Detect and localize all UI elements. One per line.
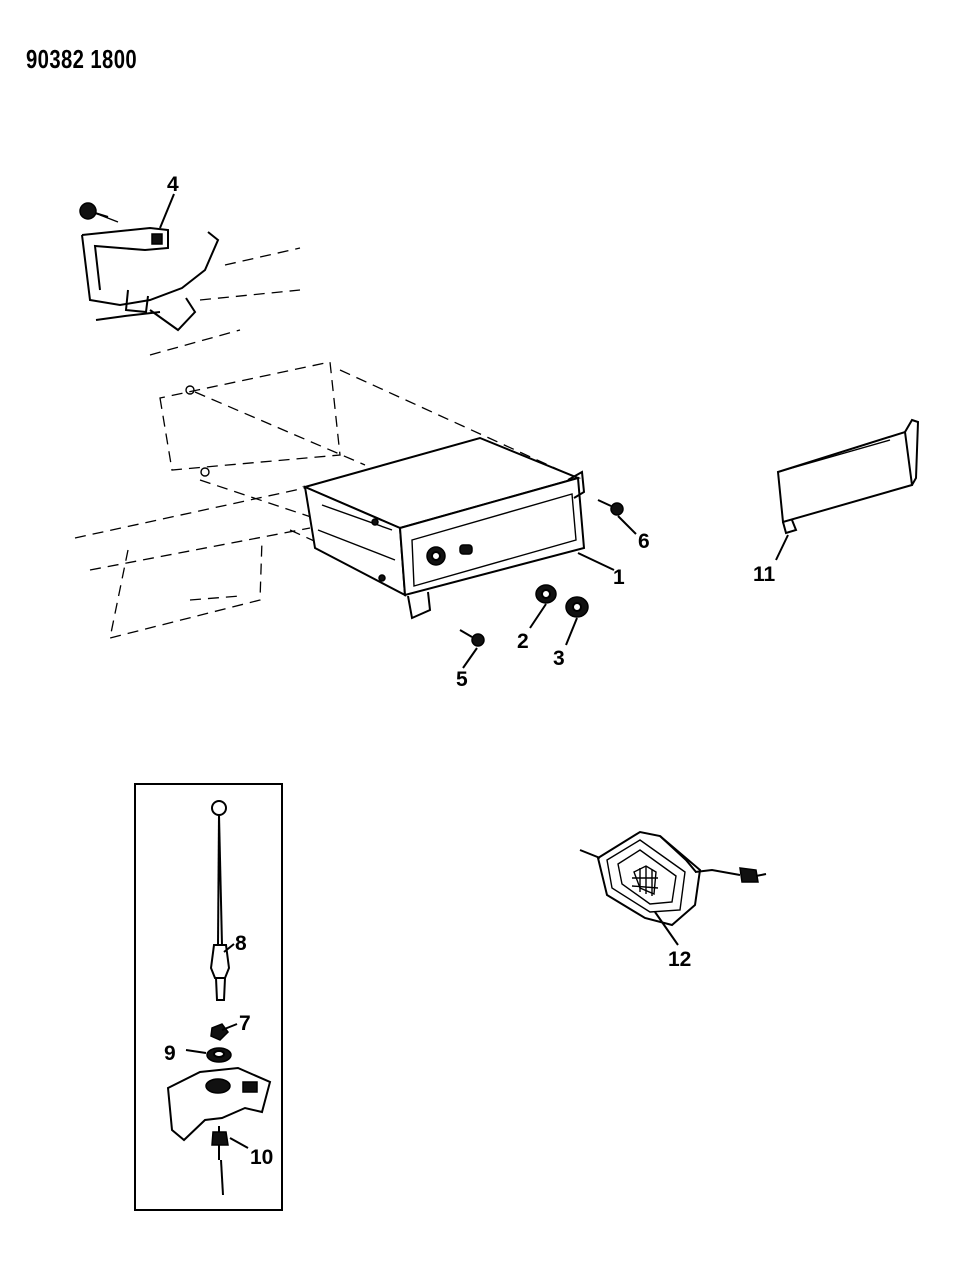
radio-knob-nut	[535, 584, 557, 604]
callout-5: 5	[456, 668, 468, 691]
radio-unit	[302, 436, 586, 620]
radio-knob	[565, 596, 589, 618]
callout-1: 1	[613, 566, 625, 589]
dashboard-phantom-outline	[74, 247, 571, 639]
callout-4: 4	[167, 173, 179, 196]
radio-side-screw	[597, 499, 624, 516]
callout-8: 8	[235, 932, 247, 955]
bracket-screw	[79, 202, 109, 220]
callout-2: 2	[517, 630, 529, 653]
callout-6: 6	[638, 530, 650, 553]
mounting-bracket	[81, 214, 220, 332]
callout-12: 12	[668, 948, 691, 971]
callout-10: 10	[250, 1146, 273, 1169]
speaker	[596, 830, 767, 927]
callout-7: 7	[239, 1012, 251, 1035]
callout-3: 3	[553, 647, 565, 670]
document-code: 90382 1800	[26, 44, 138, 74]
radio-lower-screw	[459, 629, 485, 647]
faceplate-panel	[776, 418, 920, 535]
callout-9: 9	[164, 1042, 176, 1065]
callout-11: 11	[753, 563, 776, 586]
callout-leaders	[159, 193, 789, 1149]
antenna-inset-box	[134, 783, 283, 1211]
